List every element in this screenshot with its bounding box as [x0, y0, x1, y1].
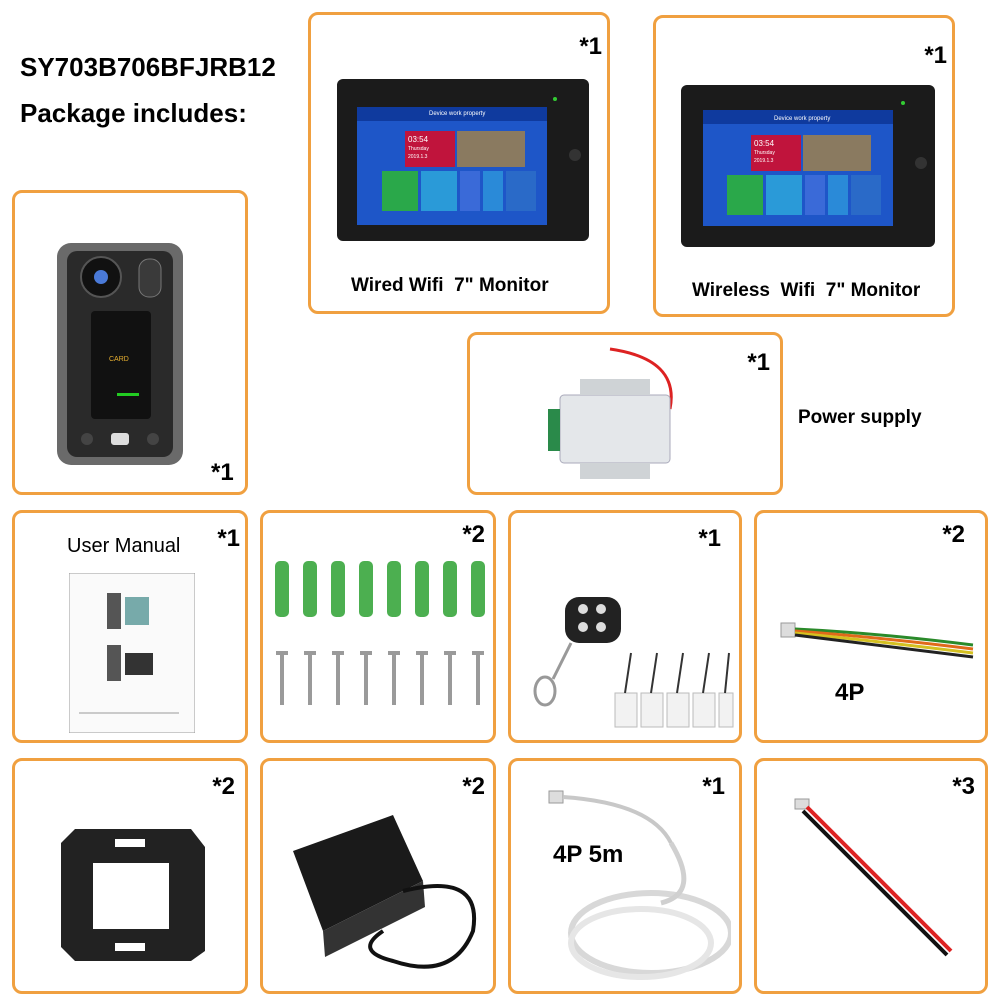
wired-monitor-image [337, 79, 589, 241]
wireless-screen-title: Device work property [774, 116, 831, 122]
wired-screen-day: Thursday [408, 146, 429, 152]
wireless-monitor-label: Wireless Wifi 7" Monitor [692, 280, 921, 301]
cable-4p-5m-box: *1 4P 5m [508, 758, 742, 994]
cable-4p-5m-qty: *1 [702, 773, 725, 800]
bracket-qty: *2 [212, 773, 235, 800]
user-manual-label: User Manual [67, 535, 181, 557]
user-manual-box: User Manual *1 [12, 510, 248, 743]
bracket-image [61, 829, 205, 961]
anchors-screws-image [275, 561, 485, 705]
cable-4p-5m-image [548, 790, 731, 980]
cable-2p-box: *3 [754, 758, 988, 994]
wireless-screen-day: Thursday [754, 150, 775, 156]
power-supply-image [548, 347, 673, 479]
remote-cards-image [533, 597, 734, 728]
bracket-box: *2 [12, 758, 248, 994]
wired-monitor-qty: *1 [579, 33, 602, 60]
wireless-monitor-image [681, 85, 935, 247]
power-supply-box: *1 Power supply [467, 332, 922, 495]
wired-monitor-box: *1 Device work property 03:54 Thursday 2… [308, 12, 610, 314]
wireless-monitor-box: *1 Device work property 03:54 Thursday 2… [653, 15, 955, 317]
package-includes-title: Package includes: [20, 98, 247, 128]
cable-4p-box: *2 4P [754, 510, 988, 743]
cable-4p-qty: *2 [942, 521, 965, 548]
door-station-box: *1 CARD [12, 190, 248, 495]
cable-4p-image [780, 622, 974, 659]
remote-cards-qty: *1 [698, 525, 721, 552]
svg-text:CARD: CARD [109, 356, 129, 363]
adapter-qty: *2 [462, 773, 485, 800]
user-manual-image [69, 573, 195, 733]
wired-monitor-label: Wired Wifi 7" Monitor [351, 275, 549, 296]
anchors-screws-qty: *2 [462, 521, 485, 548]
remote-cards-box: *1 [508, 510, 742, 743]
wired-screen-time: 03:54 [408, 135, 429, 144]
cable-2p-image [794, 798, 953, 957]
cable-2p-qty: *3 [952, 773, 975, 800]
wired-screen-date: 2019.1.3 [408, 154, 428, 160]
model-number: SY703B706BFJRB12 [20, 52, 276, 82]
wired-screen-title: Device work property [429, 111, 486, 117]
cable-4p-5m-label: 4P 5m [553, 841, 624, 868]
wireless-monitor-qty: *1 [924, 42, 947, 69]
anchors-screws-box: *2 [260, 510, 496, 743]
cable-4p-label: 4P [835, 679, 865, 706]
power-supply-qty: *1 [747, 349, 770, 376]
adapter-image [293, 815, 477, 969]
power-supply-label: Power supply [798, 407, 922, 428]
wireless-screen-time: 03:54 [754, 139, 775, 148]
door-station-qty: *1 [211, 459, 234, 486]
wireless-screen-date: 2019.1.3 [754, 158, 774, 164]
door-station-image: CARD [57, 243, 183, 465]
adapter-box: *2 [260, 758, 496, 994]
user-manual-qty: *1 [217, 525, 240, 552]
